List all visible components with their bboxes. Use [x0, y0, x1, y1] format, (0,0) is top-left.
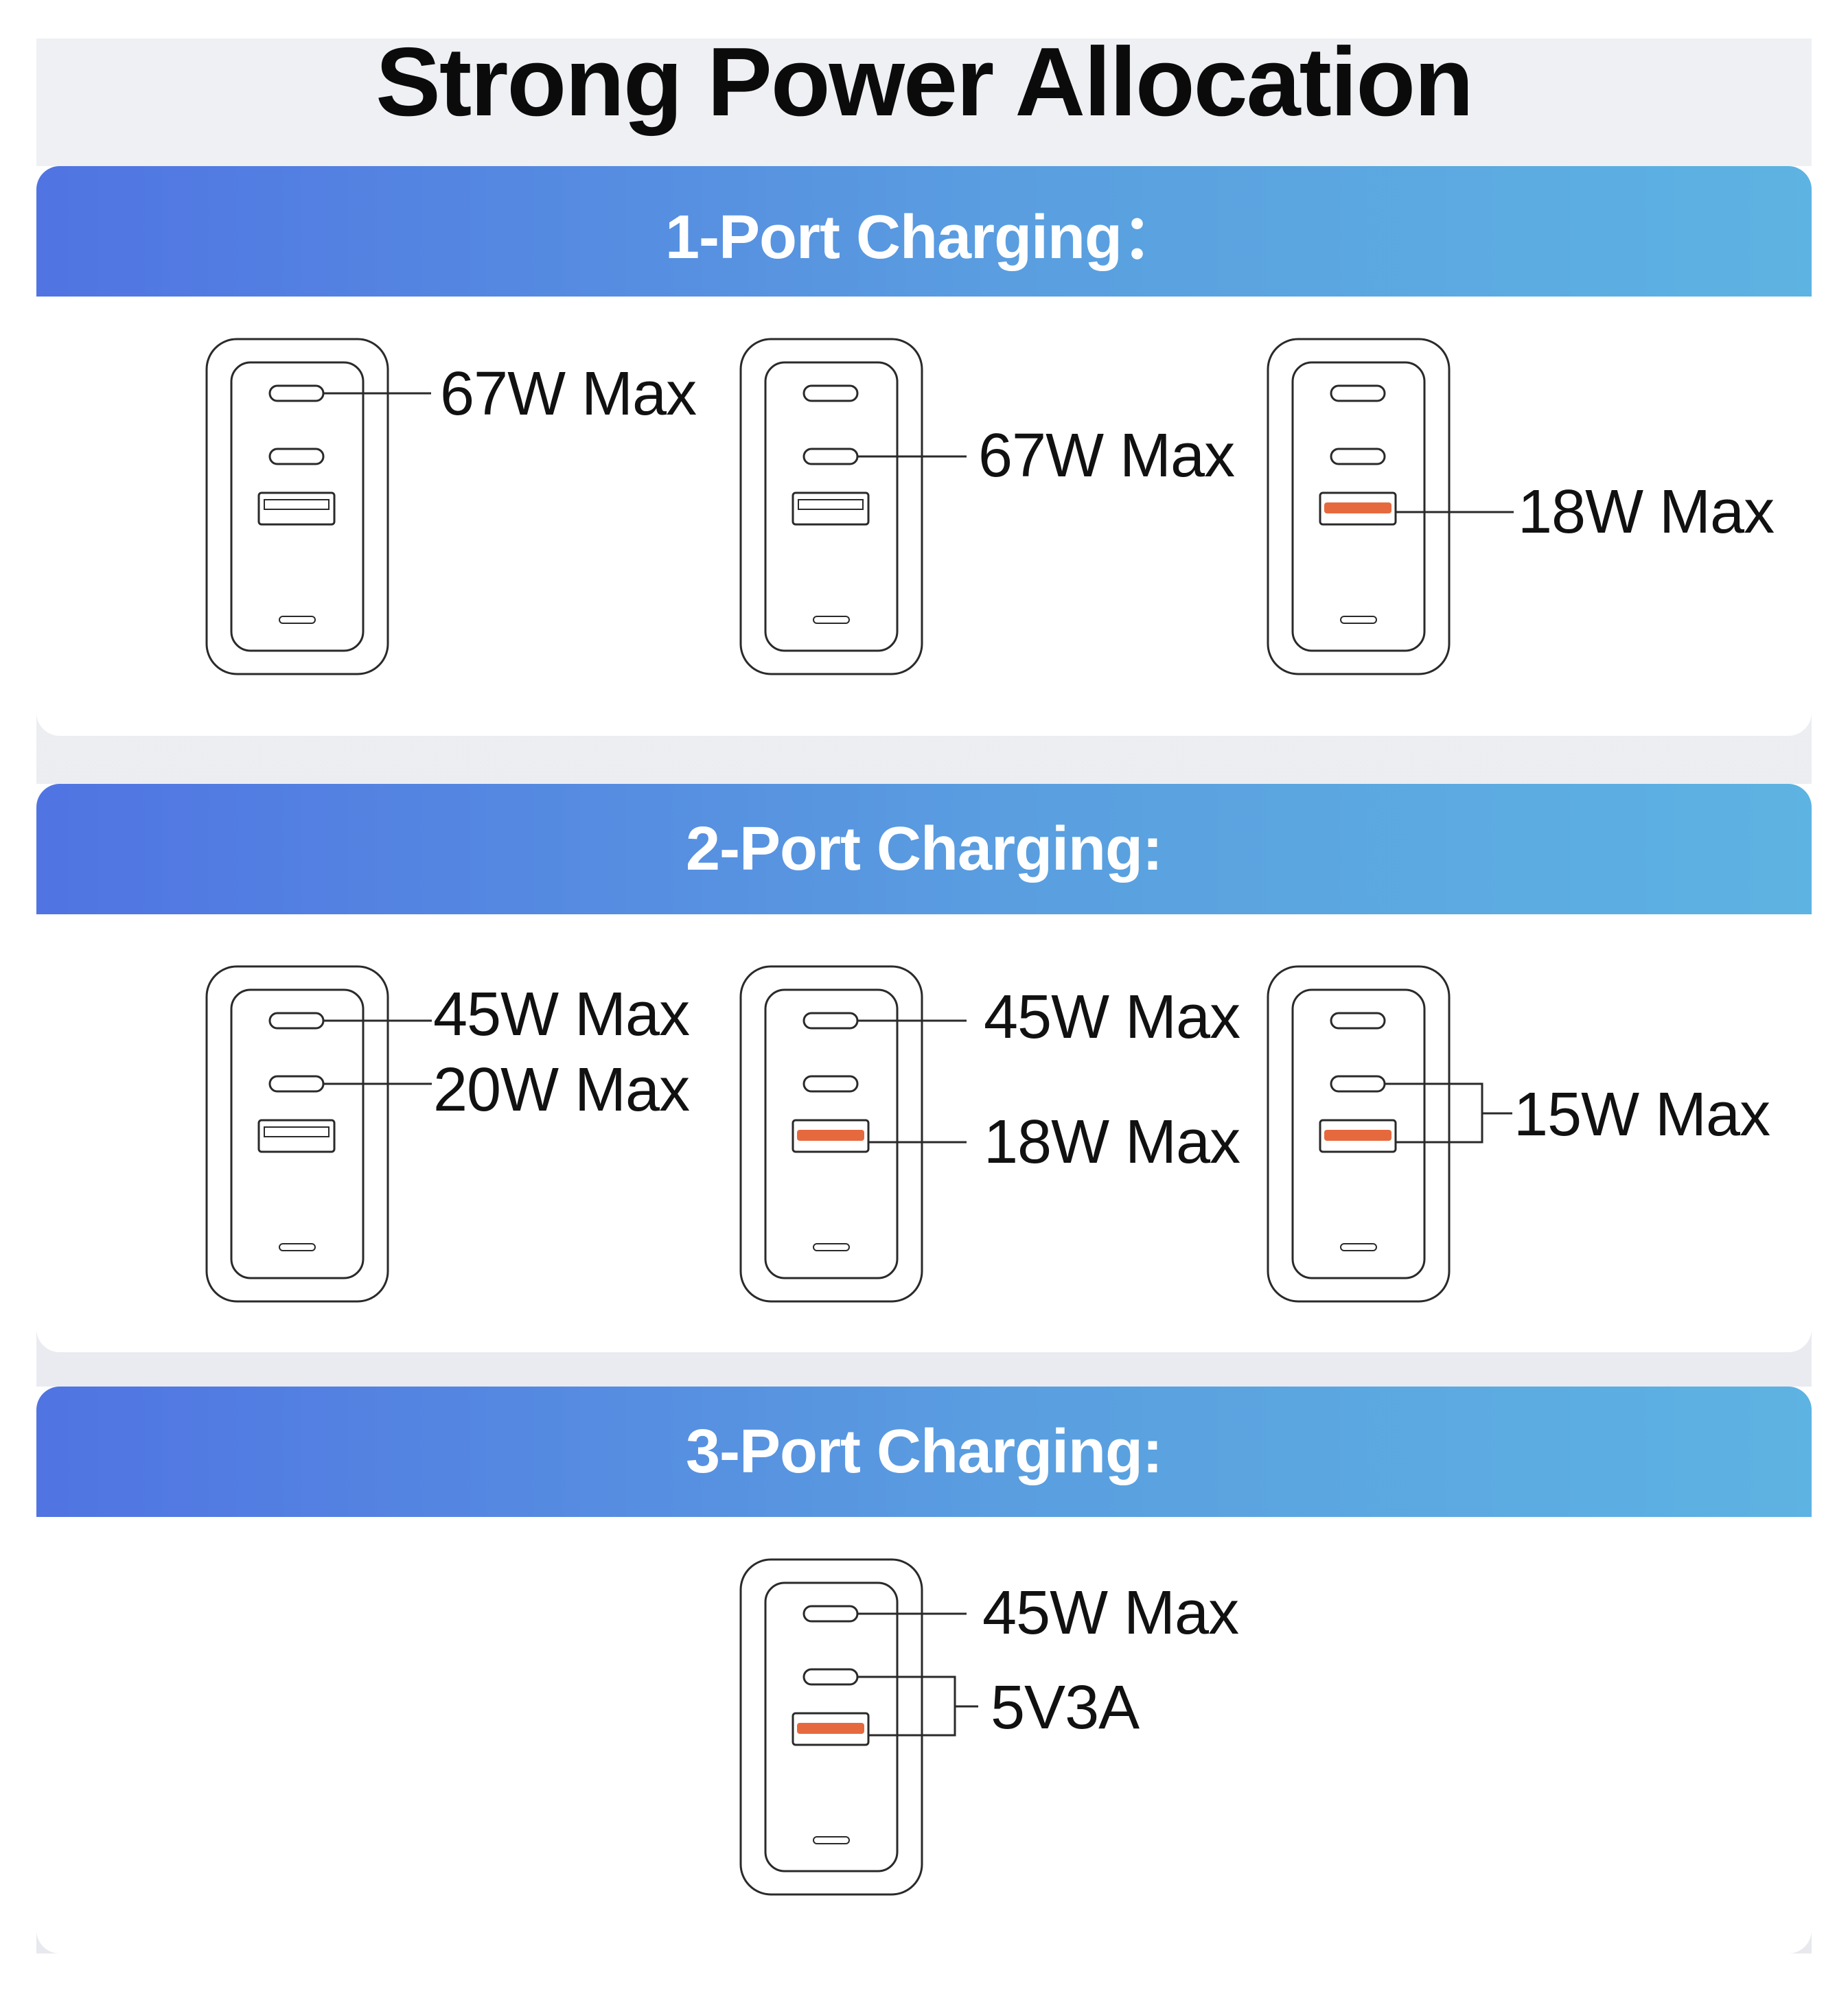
- usb-c-port-2: [802, 448, 859, 465]
- page-title: Strong Power Allocation: [376, 27, 1474, 137]
- usb-c-port-2: [268, 448, 325, 465]
- power-label: 67W Max: [978, 421, 1235, 490]
- usb-a-port-highlighted: [792, 1119, 870, 1153]
- section-header: 3-Port Charging:: [36, 1387, 1812, 1517]
- charger-c: 15W Max: [1267, 965, 1771, 1303]
- section-title: 2-Port Charging:: [686, 814, 1163, 883]
- power-label: 18W Max: [984, 1108, 1240, 1176]
- section-diagram: 67W Max 67W Max 18W Max: [205, 338, 1775, 675]
- bracket-line: [857, 1676, 978, 1737]
- charger-a: 45W Max 20W Max: [205, 965, 691, 1303]
- section-header: 1-Port Charging：: [36, 166, 1812, 297]
- usb-c-port-2: [1330, 1075, 1386, 1093]
- charger-c: 18W Max: [1267, 338, 1775, 675]
- usb-c-port-2: [802, 1668, 859, 1686]
- usb-c-port-1: [268, 384, 325, 402]
- power-label: 45W Max: [982, 1579, 1239, 1647]
- usb-c-port-2: [268, 1075, 325, 1093]
- usb-c-port-1: [1330, 1012, 1386, 1030]
- usb-c-port-2: [802, 1075, 859, 1093]
- section-3-port: 3-Port Charging: 45W Max 5V3A: [36, 1387, 1812, 1954]
- usb-c-port-1: [802, 1012, 859, 1030]
- bracket-line: [1385, 1082, 1512, 1144]
- section-diagram: 45W Max 20W Max 45W Max 18W Max: [205, 965, 1771, 1303]
- usb-c-port-1: [268, 1012, 325, 1030]
- section-1-port: 1-Port Charging： 67W Max 67W Max: [36, 166, 1812, 736]
- usb-a-port: [257, 491, 336, 526]
- usb-a-port: [792, 491, 870, 526]
- charger-b: 45W Max 18W Max: [739, 965, 1241, 1303]
- usb-c-port-1: [1330, 384, 1386, 402]
- usb-a-port-highlighted: [1319, 1119, 1397, 1153]
- power-label: 45W Max: [984, 983, 1240, 1052]
- section-title: 1-Port Charging：: [665, 203, 1183, 272]
- charger-a: 45W Max 5V3A: [739, 1558, 1240, 1896]
- power-label: 67W Max: [440, 360, 697, 428]
- charger-b: 67W Max: [739, 338, 1236, 675]
- power-label: 20W Max: [433, 1056, 690, 1124]
- section-diagram: 45W Max 5V3A: [739, 1558, 1240, 1896]
- section-title: 3-Port Charging:: [686, 1417, 1163, 1486]
- section-header: 2-Port Charging:: [36, 784, 1812, 914]
- section-2-port: 2-Port Charging: 45W Max 20W Max: [36, 784, 1812, 1352]
- power-label: 45W Max: [433, 980, 690, 1049]
- usb-c-port-1: [802, 1605, 859, 1623]
- power-label: 18W Max: [1518, 478, 1775, 546]
- charger-a: 67W Max: [205, 338, 697, 675]
- usb-c-port-1: [802, 384, 859, 402]
- usb-a-port: [257, 1119, 336, 1153]
- usb-a-port-highlighted: [792, 1712, 870, 1746]
- power-label: 15W Max: [1514, 1080, 1770, 1149]
- usb-c-port-2: [1330, 448, 1386, 465]
- power-label: 5V3A: [991, 1673, 1140, 1742]
- usb-a-port-highlighted: [1319, 491, 1397, 526]
